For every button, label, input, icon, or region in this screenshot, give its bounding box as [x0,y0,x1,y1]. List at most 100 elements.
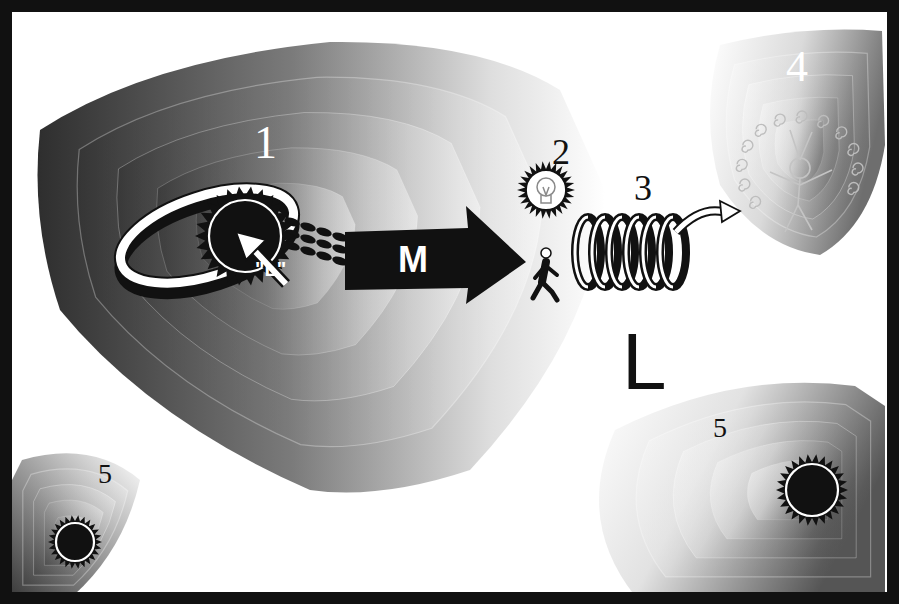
exit-arrow-head [720,201,740,222]
spiral-curl [736,159,747,171]
coil-loop [592,217,618,287]
blob-shape [555,370,885,596]
blob-contour [747,460,827,520]
blob-contour [673,421,856,558]
chain-link [315,238,333,251]
spiral-curl [755,124,766,136]
arrow-label: "L" [255,259,286,279]
ring-shadow [109,180,305,312]
spiral-curl [852,163,863,175]
chain-links [283,216,349,268]
coil-loop [609,217,635,287]
person-legs [533,282,557,300]
person-arms [535,266,557,278]
coil-exit-arrow [676,201,740,232]
blob-fill [599,383,885,596]
exit-arrow-outline [676,211,724,232]
chain-link [331,231,349,244]
coil-loop [575,217,601,287]
callout-number: 2 [552,134,570,170]
spiral-curl [818,115,829,127]
region-blob: 5 [555,370,885,596]
blob-contour [636,402,871,577]
small-sun [776,454,848,525]
blob-contour [196,183,355,309]
chain-link [283,240,301,253]
blob-contour [742,75,854,219]
chain-link [299,233,317,246]
frame [6,6,893,598]
sun-core [528,172,564,208]
callout-number: 3 [634,170,652,206]
coil [575,217,686,287]
spiral-curl [739,179,750,191]
sun-core [56,523,94,561]
spiral-curl [750,196,761,208]
blob-fill [12,453,140,595]
ring-outline [109,170,305,302]
big-arrow [345,206,526,304]
exit-arrow-shaft [676,211,724,232]
spiral-curl [742,140,753,152]
chain-link [315,250,333,263]
blob-contour [55,516,91,556]
blob-contour [77,77,542,446]
blob-contour [710,441,842,539]
region-blob: 5 [12,440,147,595]
blob-contour [775,120,824,183]
blob-shape [28,38,618,498]
spiral-curl [848,144,859,156]
blob-shape [12,440,147,595]
small-sun [48,515,102,569]
blob-contour [34,485,116,576]
walking-person [533,248,557,300]
coil-loop [626,217,652,287]
chain-link [283,228,301,241]
spiral-curl [836,127,847,139]
sun-spikes [195,186,295,285]
blob-contour [23,469,128,585]
sun-core [786,464,838,516]
chain-link [283,216,301,229]
ring-band [109,170,305,312]
blob-contour [44,500,103,565]
callout-number: 5 [98,460,112,488]
person-head [541,248,551,258]
arrow-label: M [398,242,428,278]
callout-number: 4 [786,45,808,89]
lightbulb [537,178,555,203]
coil-highlight [592,217,605,287]
spiral-decoration [736,111,863,208]
circular-arrow [236,232,286,284]
sun-spikes [776,454,848,525]
bulb-glass [537,178,555,196]
sun-spikes [48,515,102,569]
chain-link [299,221,317,234]
arrow-head [236,232,266,260]
region-blob: 1 [28,38,618,498]
symbol-label: L [622,322,667,402]
blob-fill [38,42,606,493]
chain-link [299,245,317,258]
blob-contour [157,148,418,355]
chain-link [331,255,349,268]
arrow-shaft-outline [252,248,286,284]
faint-figure [770,130,832,232]
coil-loop [660,217,686,287]
bulb-base [541,187,551,203]
coil-highlight [575,217,588,287]
coil-highlight [643,217,656,287]
coil-highlight [660,217,673,287]
person-torso [542,262,546,282]
chain-link [331,243,349,256]
figure-head [790,158,810,178]
chain-link [315,226,333,239]
blob-contour [759,97,840,201]
sunbursts [48,161,848,569]
blob-fill [710,30,885,255]
